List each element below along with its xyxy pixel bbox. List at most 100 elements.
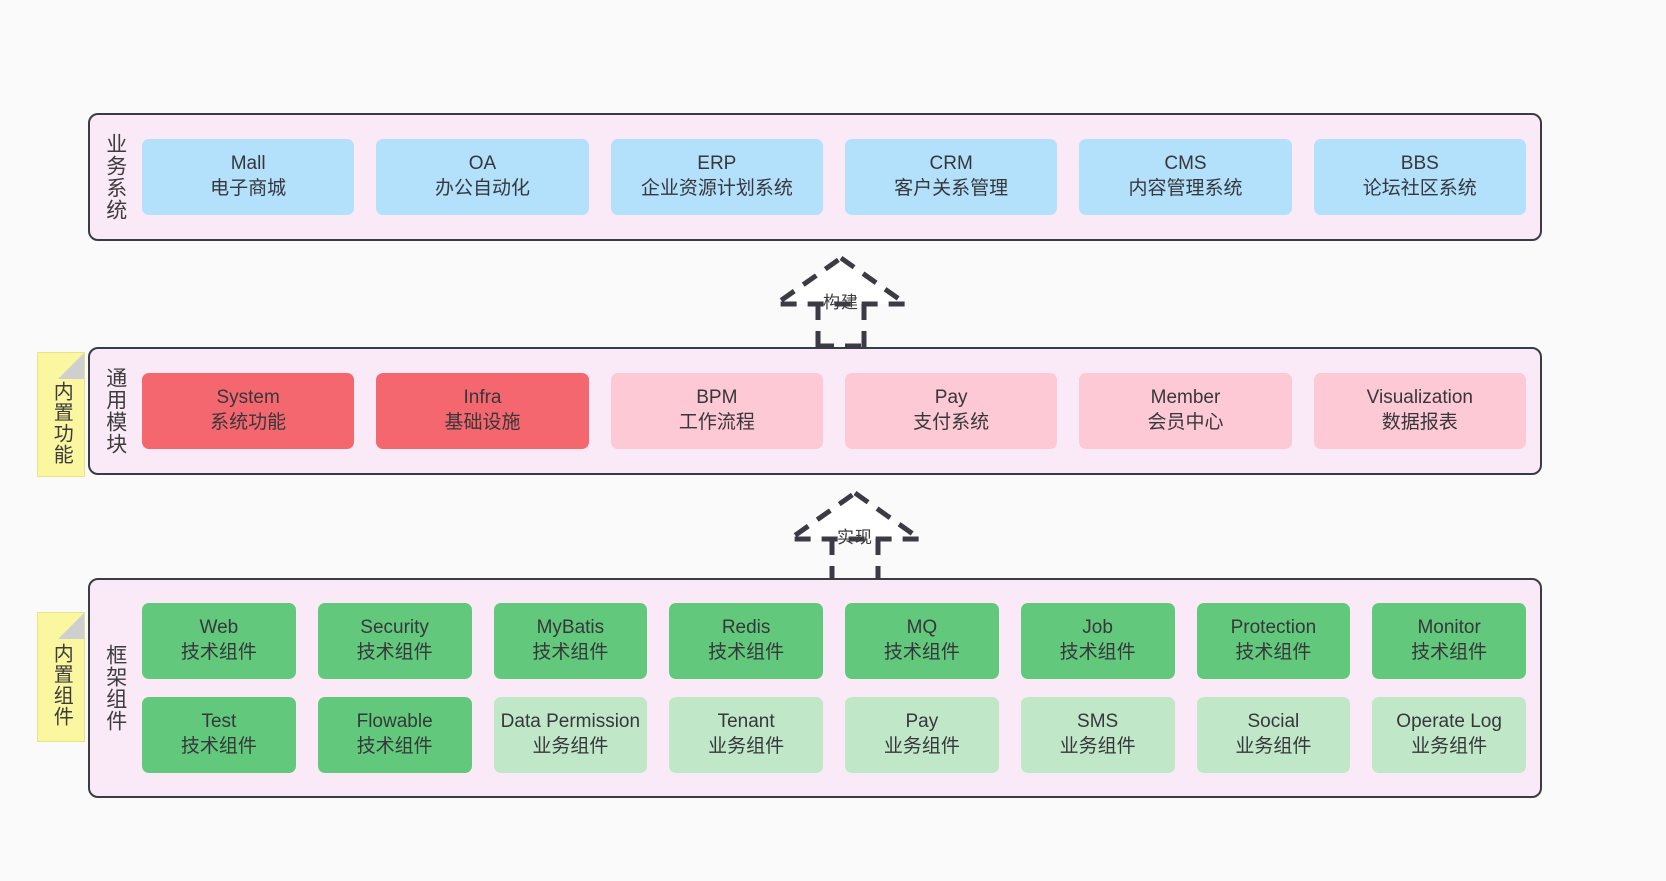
component-card-name: BPM [696,387,738,409]
card-row: System 系统功能 Infra 基础设施 BPM 工作流程 Pay 支付系统 Member 会… [142,373,1526,449]
component-card-desc: 办公自动化 [434,178,530,199]
component-card[interactable]: Test 技术组件 [142,697,296,773]
component-card-desc: 技术组件 [1059,642,1136,663]
component-card-name: CMS [1164,153,1207,175]
component-card-desc: 技术组件 [180,736,257,757]
component-card-desc: 论坛社区系统 [1362,178,1477,199]
component-card[interactable]: Mall 电子商城 [142,139,355,215]
component-card-name: Social [1247,711,1300,733]
component-card[interactable]: System 系统功能 [142,373,355,449]
layer-body-common-modules: System 系统功能 Infra 基础设施 BPM 工作流程 Pay 支付系统 Member 会… [140,349,1540,473]
component-card-desc: 支付系统 [913,412,990,433]
layer-title-framework-components: 框架组件 [103,644,127,732]
component-card-desc: 技术组件 [356,736,433,757]
note-builtin-component: 内置组件 [37,612,85,742]
component-card-desc: 技术组件 [1411,642,1488,663]
connector-label-build: 构建 [823,293,859,312]
component-card-name: Member [1150,387,1221,409]
component-card-name: Job [1082,617,1113,639]
component-card[interactable]: BPM 工作流程 [610,373,823,449]
component-card-desc: 内容管理系统 [1128,178,1243,199]
component-card-desc: 业务组件 [883,736,960,757]
component-card[interactable]: Infra 基础设施 [376,373,589,449]
component-card[interactable]: Redis 技术组件 [669,603,823,679]
component-card-name: Mall [230,153,266,175]
component-card-name: Protection [1230,617,1317,639]
component-card-desc: 会员中心 [1147,412,1224,433]
component-card-desc: 电子商城 [210,178,287,199]
component-card-desc: 数据报表 [1381,412,1458,433]
component-card-name: Security [360,617,429,639]
component-card[interactable]: CMS 内容管理系统 [1079,139,1292,215]
component-card[interactable]: MyBatis 技术组件 [493,603,648,679]
layer-title-business-systems: 业务系统 [103,133,127,221]
component-card-desc: 技术组件 [708,642,785,663]
note-builtin-component-label: 内置组件 [50,643,73,727]
component-card-desc: 基础设施 [444,412,521,433]
component-card-name: Operate Log [1396,711,1502,733]
component-card[interactable]: Web 技术组件 [142,603,296,679]
component-card[interactable]: Operate Log 业务组件 [1372,697,1526,773]
arrowhead-triangle-build [768,254,914,307]
component-card-name: MyBatis [536,617,605,639]
arrowhead-triangle-realize [782,489,928,542]
component-card-name: ERP [697,153,737,175]
component-card-desc: 业务组件 [708,736,785,757]
component-card[interactable]: Pay 业务组件 [845,697,999,773]
component-card-desc: 客户关系管理 [894,178,1009,199]
component-card-name: BBS [1400,153,1439,175]
connector-label-realize: 实现 [837,528,873,547]
component-card[interactable]: SMS 业务组件 [1020,697,1175,773]
component-card[interactable]: Monitor 技术组件 [1372,603,1526,679]
component-card-desc: 技术组件 [532,642,609,663]
component-card[interactable]: Data Permission 业务组件 [493,697,648,773]
component-card[interactable]: BBS 论坛社区系统 [1313,139,1526,215]
layer-title-common-modules: 通用模块 [103,367,127,455]
component-card-desc: 系统功能 [210,412,287,433]
component-card-name: Pay [905,711,939,733]
component-card[interactable]: OA 办公自动化 [376,139,589,215]
layer-common-modules: 通用模块 System 系统功能 Infra 基础设施 BPM 工作流程 Pay 支付系统 Me… [88,347,1542,475]
component-card-name: System [216,387,280,409]
component-card-name: Pay [934,387,968,409]
component-card[interactable]: Visualization 数据报表 [1313,373,1526,449]
component-card-name: SMS [1077,711,1119,733]
component-card-name: Data Permission [500,711,641,733]
component-card[interactable]: Member 会员中心 [1079,373,1292,449]
component-card-name: Monitor [1417,617,1481,639]
component-card-desc: 业务组件 [1411,736,1488,757]
component-card-name: MQ [906,617,938,639]
component-card-name: Infra [463,387,502,409]
component-card-desc: 技术组件 [1235,642,1312,663]
component-card-name: Web [199,617,239,639]
component-card-name: CRM [929,153,973,175]
note-builtin-function-label: 内置功能 [50,380,73,465]
component-card-desc: 工作流程 [678,412,755,433]
component-card[interactable]: Job 技术组件 [1020,603,1175,679]
component-card-desc: 业务组件 [1059,736,1136,757]
note-builtin-function: 内置功能 [37,352,85,477]
component-card-name: Test [201,711,237,733]
component-card-name: Redis [721,617,771,639]
component-card[interactable]: CRM 客户关系管理 [844,139,1058,215]
component-card[interactable]: Pay 支付系统 [844,373,1058,449]
connector-build: 构建 [756,252,926,349]
component-card-desc: 技术组件 [180,642,257,663]
component-card-name: OA [468,153,497,175]
component-card[interactable]: Protection 技术组件 [1196,603,1351,679]
component-card-name: Visualization [1366,387,1473,409]
component-card-desc: 业务组件 [532,736,609,757]
